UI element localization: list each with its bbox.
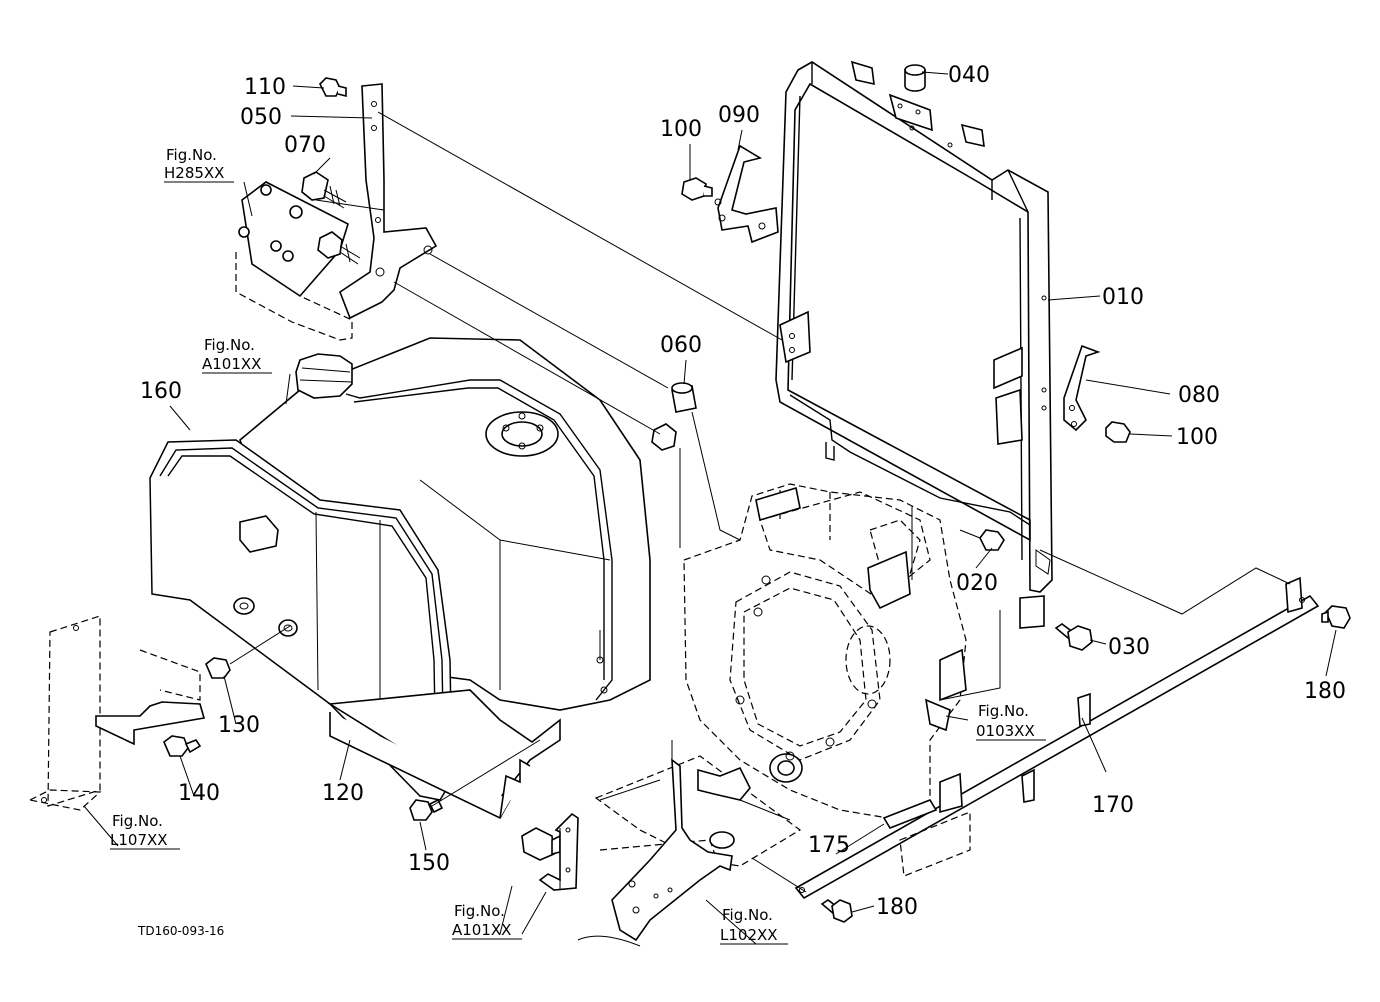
label-120: 120 bbox=[322, 781, 364, 806]
bolt-100-lower bbox=[1105, 421, 1131, 443]
label-040: 040 bbox=[948, 63, 990, 88]
cap-040 bbox=[904, 64, 926, 92]
fig-ref-l107: Fig.No. L107XX bbox=[110, 812, 180, 850]
label-175: 175 bbox=[808, 833, 850, 858]
fig-ref-a101-top: Fig.No. A101XX bbox=[202, 336, 272, 374]
bolt-110 bbox=[319, 77, 347, 98]
label-070: 070 bbox=[284, 133, 326, 158]
svg-text:Fig.No.: Fig.No. bbox=[722, 906, 773, 924]
plate-175 bbox=[882, 799, 971, 877]
label-100-lower: 100 bbox=[1176, 425, 1218, 450]
fig-ref-a101-bottom: Fig.No. A101XX bbox=[452, 902, 522, 940]
bolt-130 bbox=[205, 657, 231, 679]
bolt-030 bbox=[1054, 623, 1093, 651]
label-030: 030 bbox=[1108, 635, 1150, 660]
bracket-050 bbox=[339, 83, 438, 320]
svg-text:A101XX: A101XX bbox=[202, 355, 261, 373]
leader-lines bbox=[83, 71, 1337, 945]
svg-text:Fig.No.: Fig.No. bbox=[454, 902, 505, 920]
label-090: 090 bbox=[718, 103, 760, 128]
svg-text:Fig.No.: Fig.No. bbox=[978, 702, 1029, 720]
svg-text:Fig.No.: Fig.No. bbox=[112, 812, 163, 830]
svg-text:0103XX: 0103XX bbox=[976, 722, 1035, 740]
radiator-frame bbox=[775, 60, 1053, 629]
document-code: TD160-093-16 bbox=[137, 924, 224, 938]
part-labels: 010 020 030 040 050 060 070 080 090 100 … bbox=[140, 63, 1346, 920]
fuel-tank bbox=[149, 337, 651, 820]
fitting-070-upper bbox=[301, 171, 347, 209]
fig-ref-h285: Fig.No. H285XX bbox=[164, 146, 234, 183]
fig-ref-0103: Fig.No. 0103XX bbox=[976, 702, 1046, 741]
label-080: 080 bbox=[1178, 383, 1220, 408]
bushing-060 bbox=[651, 382, 697, 451]
label-060: 060 bbox=[660, 333, 702, 358]
fig-ref-l102: Fig.No. L102XX bbox=[720, 906, 788, 945]
bolt-180-bottom bbox=[820, 899, 853, 923]
bolt-150 bbox=[409, 798, 444, 821]
label-050: 050 bbox=[240, 105, 282, 130]
label-150: 150 bbox=[408, 851, 450, 876]
label-010: 010 bbox=[1102, 285, 1144, 310]
bracket-l107 bbox=[28, 615, 206, 811]
label-100-upper: 100 bbox=[660, 117, 702, 142]
bracket-080 bbox=[1063, 344, 1101, 432]
bolt-020 bbox=[979, 529, 1005, 551]
svg-text:Fig.No.: Fig.No. bbox=[166, 146, 217, 164]
label-180-right: 180 bbox=[1304, 679, 1346, 704]
bolt-180-right bbox=[1321, 605, 1351, 629]
flywheel-housing bbox=[683, 483, 967, 821]
svg-text:A101XX: A101XX bbox=[452, 921, 511, 939]
svg-text:Fig.No.: Fig.No. bbox=[204, 336, 255, 354]
label-140: 140 bbox=[178, 781, 220, 806]
plate-h285 bbox=[235, 181, 353, 341]
bracket-l102 bbox=[577, 755, 802, 947]
label-170: 170 bbox=[1092, 793, 1134, 818]
figure-references: Fig.No. H285XX Fig.No. A101XX Fig.No. L1… bbox=[110, 146, 1046, 945]
svg-text:L102XX: L102XX bbox=[720, 926, 778, 944]
bracket-090 bbox=[714, 144, 779, 244]
bar-170 bbox=[794, 576, 1320, 900]
svg-text:L107XX: L107XX bbox=[110, 831, 168, 849]
bolt-140 bbox=[163, 735, 202, 757]
label-130: 130 bbox=[218, 713, 260, 738]
label-020: 020 bbox=[956, 571, 998, 596]
fitting-070-lower bbox=[317, 231, 361, 265]
bolt-100-upper bbox=[681, 177, 713, 201]
label-110: 110 bbox=[244, 75, 286, 100]
bracket-a101-lower bbox=[521, 812, 579, 891]
label-160: 160 bbox=[140, 379, 182, 404]
label-180-bottom: 180 bbox=[876, 895, 918, 920]
svg-text:H285XX: H285XX bbox=[164, 164, 224, 182]
